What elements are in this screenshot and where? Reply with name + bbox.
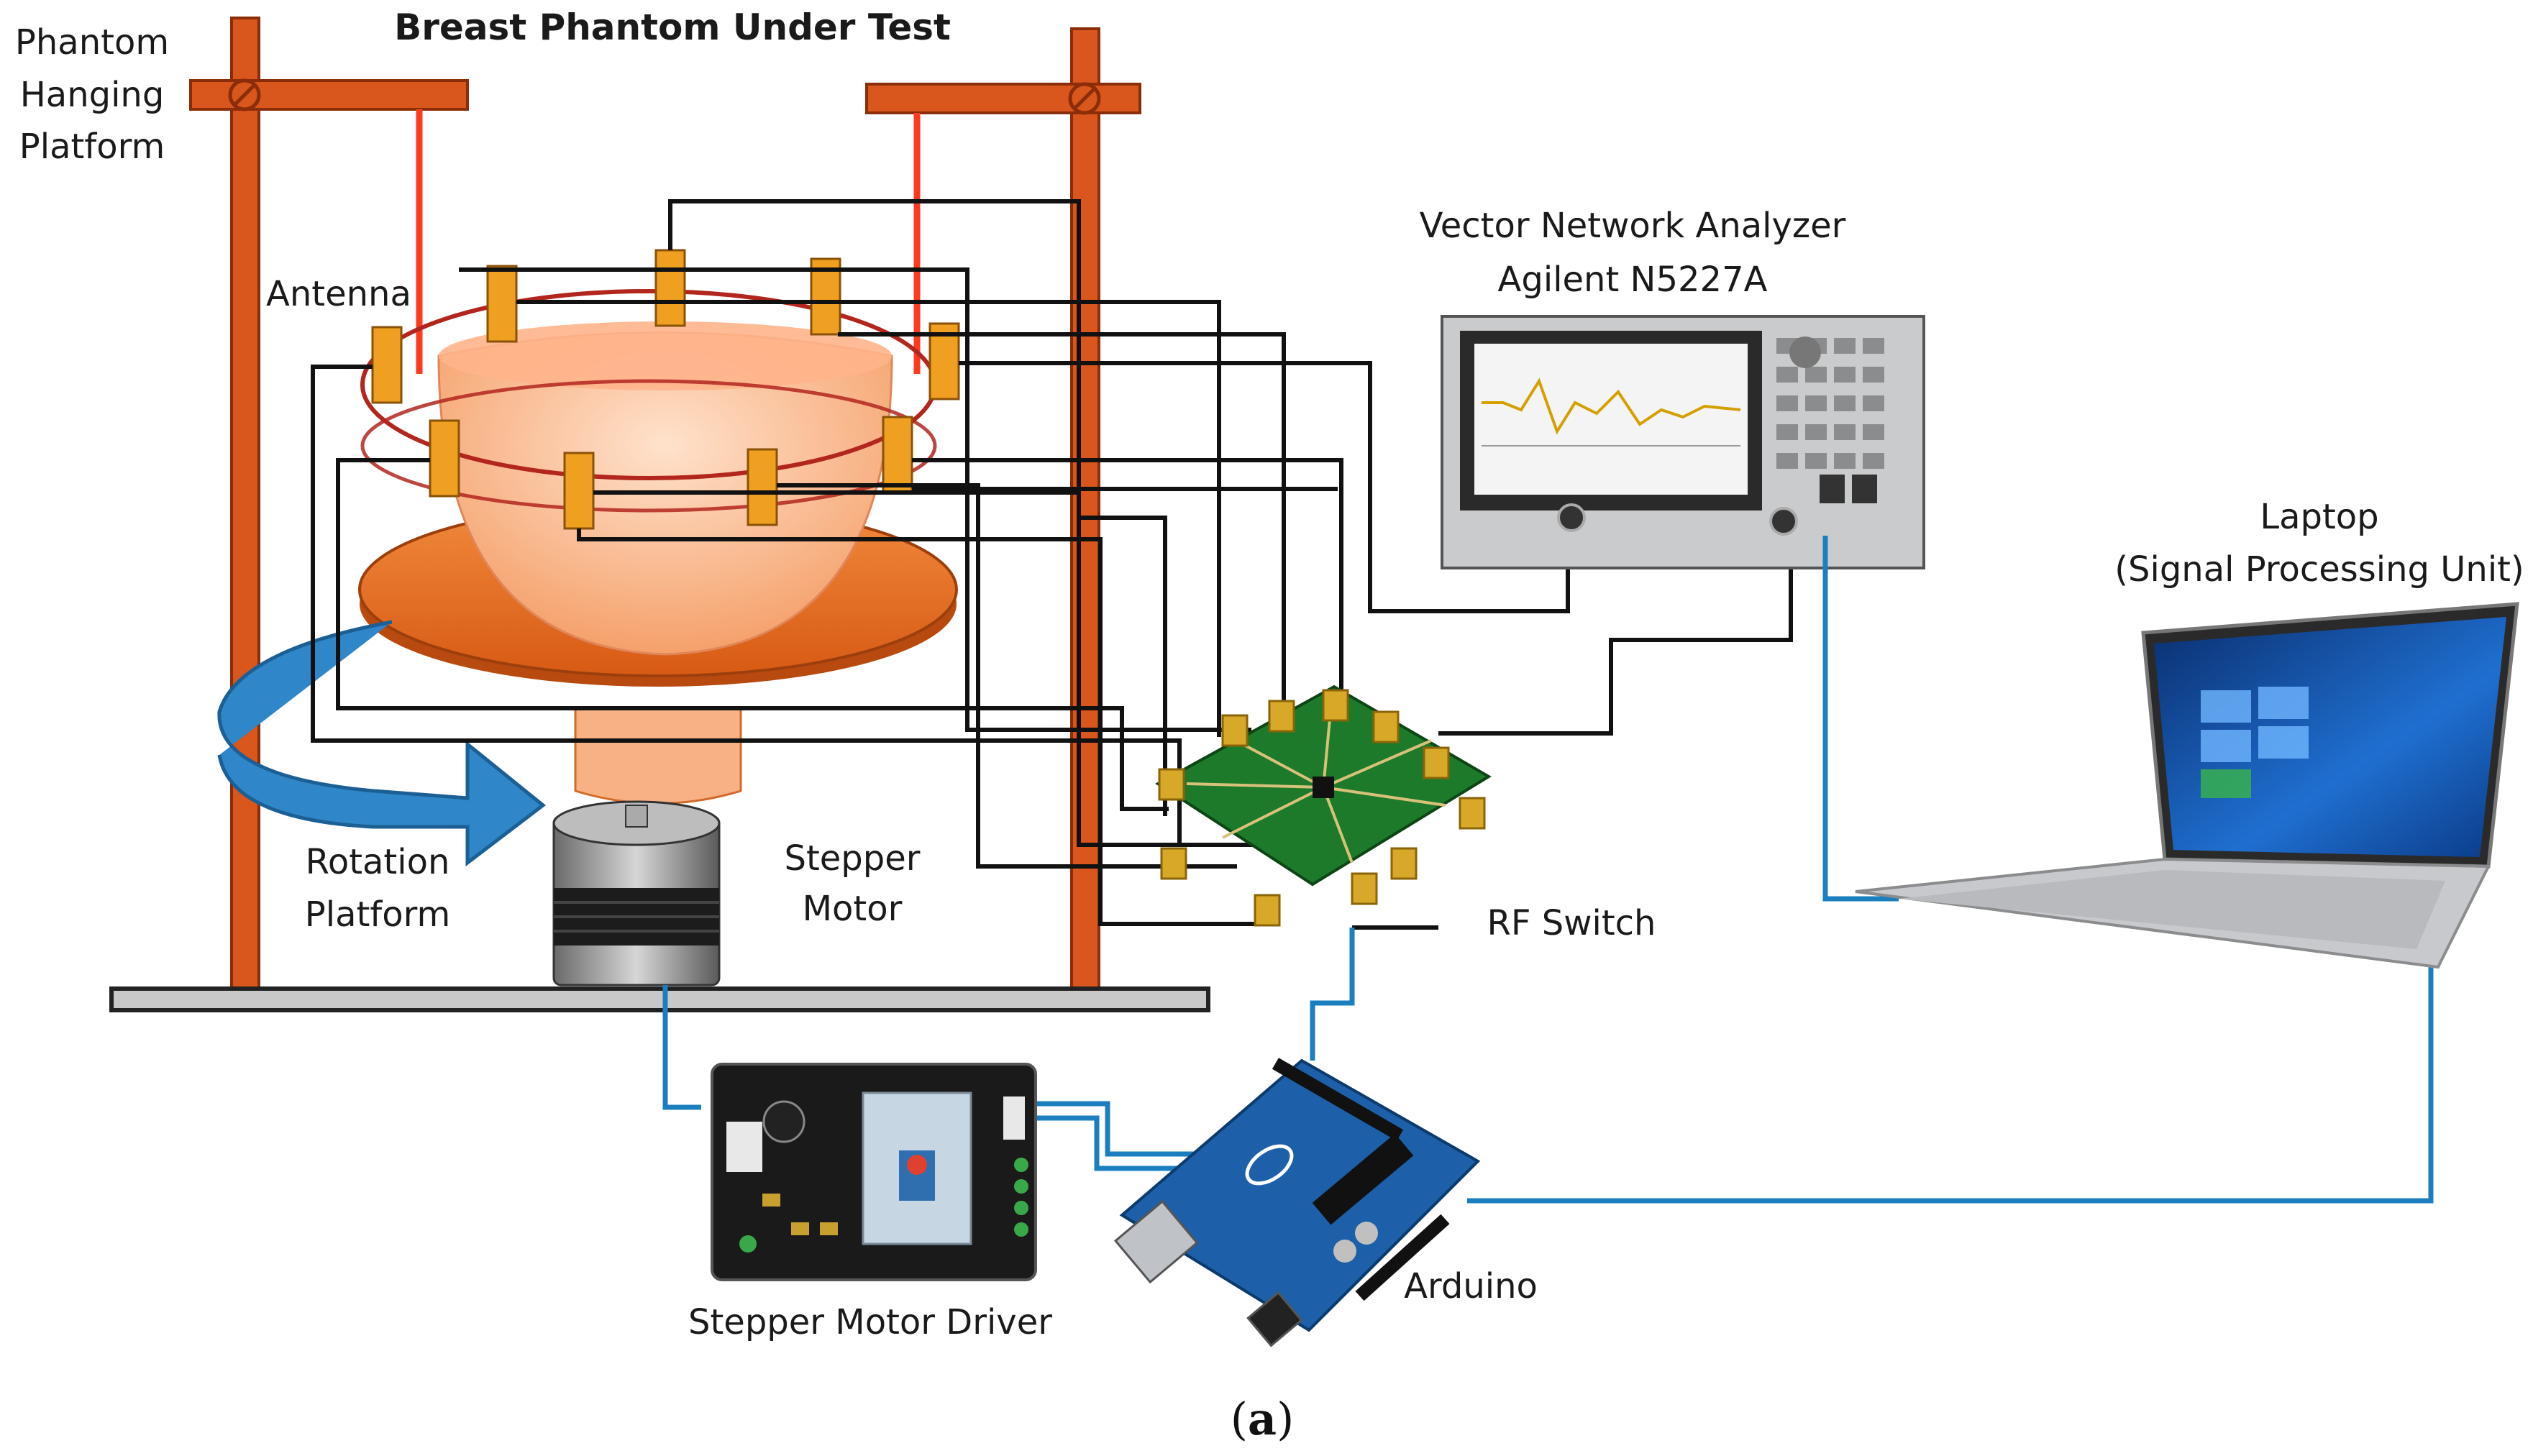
laptop-label-line2: (Signal Processing Unit) [2114, 549, 2524, 590]
rf-switch-board-icon [1155, 684, 1492, 927]
vna-port-1 [1557, 503, 1586, 532]
vector-network-analyzer-icon [1441, 315, 1925, 569]
antenna-element [747, 448, 778, 526]
right-clamp-icon [1068, 82, 1101, 115]
antenna-label: Antenna [266, 274, 411, 314]
left-stand-pole [230, 17, 260, 994]
figure-caption: (a) [1231, 1393, 1295, 1445]
antenna-element [882, 416, 913, 494]
stepper-motor-icon [552, 800, 721, 986]
arduino-logo-icon [1245, 1144, 1294, 1186]
vna-trace [1482, 377, 1741, 435]
stepper-motor-label-line1: Stepper [784, 838, 920, 879]
rotation-platform-label-line1: Rotation [306, 842, 450, 882]
base-plate [109, 986, 1210, 1012]
antenna-element [654, 249, 686, 327]
vna-label-line1: Vector Network Analyzer [1420, 206, 1846, 246]
vna-screen [1474, 344, 1748, 495]
laptop-icon [1855, 602, 2519, 969]
antenna-element [429, 419, 460, 498]
hanging-platform-label-line2: Hanging [20, 75, 165, 115]
vna-label-line2: Agilent N5227A [1498, 260, 1768, 300]
rf-switch-label: RF Switch [1487, 903, 1656, 943]
motor-driver-label: Stepper Motor Driver [688, 1302, 1052, 1342]
platform-shaft [574, 707, 742, 805]
rotation-platform-label-line2: Platform [305, 894, 450, 935]
stepper-motor-label-line2: Motor [803, 889, 903, 929]
arduino-board-icon [1113, 1058, 1481, 1347]
antenna-element [486, 265, 518, 343]
left-hanging-arm [189, 79, 469, 111]
rotation-arrow-icon [217, 620, 547, 867]
antenna-element [371, 326, 403, 404]
motor-driver-board-icon [711, 1063, 1037, 1281]
antenna-element [563, 452, 595, 530]
left-clamp-icon [228, 78, 261, 111]
antenna-ring-bottom [360, 379, 937, 513]
vna-port-2 [1769, 507, 1798, 536]
right-stand-pole [1070, 27, 1100, 994]
hanging-platform-label-line3: Platform [19, 127, 165, 167]
hanging-platform-label-line1: Phantom [15, 22, 169, 63]
usb-cables [662, 536, 2434, 1204]
diagram-title: Breast Phantom Under Test [394, 6, 951, 48]
arduino-label: Arduino [1404, 1266, 1538, 1306]
laptop-label-line1: Laptop [2260, 497, 2378, 537]
